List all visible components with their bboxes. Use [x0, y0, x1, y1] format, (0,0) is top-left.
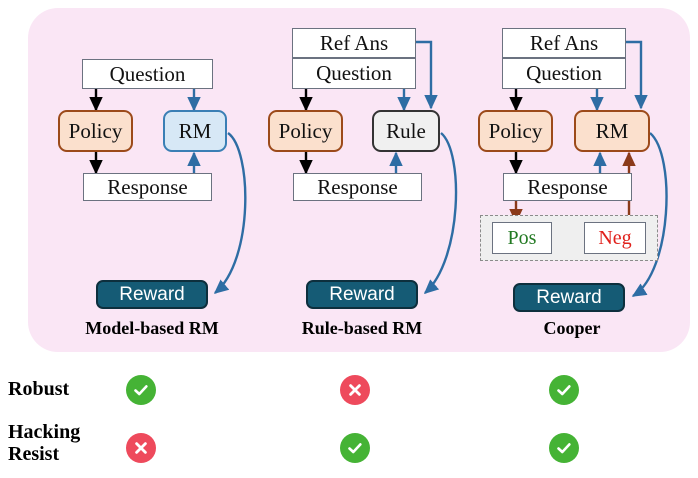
row-label-robust: Robust: [8, 378, 69, 400]
node-rm-col1: RM: [163, 110, 227, 152]
node-rule-col2: Rule: [372, 110, 440, 152]
node-policy-col2: Policy: [268, 110, 343, 152]
node-question-col3: Question: [502, 58, 626, 89]
cross-icon: [349, 384, 361, 396]
node-reward-col2: Reward: [306, 280, 418, 309]
node-reward-col3: Reward: [513, 283, 625, 312]
node-refans-col2: Ref Ans: [292, 28, 416, 58]
cross-icon: [135, 442, 147, 454]
node-pos-col3: Pos: [492, 222, 552, 254]
status-badge-robust-rule-based: [340, 375, 370, 405]
node-question-col2: Question: [292, 58, 416, 89]
node-refans-col3: Ref Ans: [502, 28, 626, 58]
row-label-hacking-resist-line-1: Hacking: [8, 421, 81, 443]
caption-col1: Model-based RM: [85, 318, 219, 338]
check-icon: [348, 443, 362, 454]
node-question-col1: Question: [82, 59, 213, 89]
caption-col2: Rule-based RM: [301, 318, 423, 338]
status-badge-hacking-resist-rule-based: [340, 433, 370, 463]
status-badge-robust-model-based: [126, 375, 156, 405]
node-response-col1: Response: [83, 173, 212, 201]
row-label-hacking-resist: Hacking Resist: [8, 421, 80, 465]
node-response-col2: Response: [293, 173, 422, 201]
status-badge-hacking-resist-model-based: [126, 433, 156, 463]
node-response-col3: Response: [503, 173, 632, 201]
row-label-hacking-resist-line-2: Resist: [8, 443, 60, 465]
node-reward-col1: Reward: [96, 280, 208, 309]
node-rm-col3: RM: [574, 110, 650, 152]
node-policy-col1: Policy: [58, 110, 133, 152]
check-icon: [557, 385, 571, 396]
status-badge-robust-cooper: [549, 375, 579, 405]
check-icon: [134, 385, 148, 396]
row-label-robust-line-1: Robust: [8, 378, 70, 400]
caption-col3: Cooper: [543, 318, 601, 338]
check-icon: [557, 443, 571, 454]
status-badge-hacking-resist-cooper: [549, 433, 579, 463]
node-neg-col3: Neg: [584, 222, 646, 254]
node-policy-col3: Policy: [478, 110, 553, 152]
